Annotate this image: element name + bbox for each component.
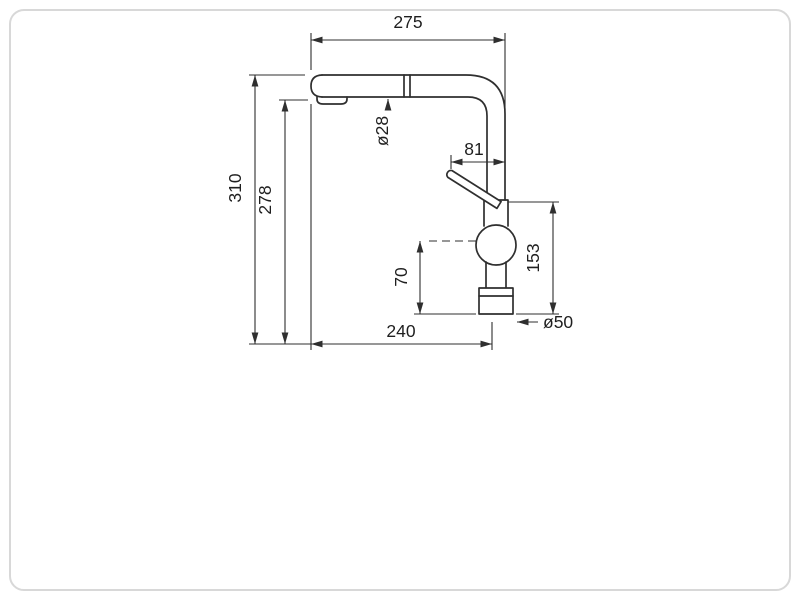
handle-lever (446, 169, 502, 210)
dimension-label: 70 (391, 267, 411, 287)
dimension-label: ø50 (543, 312, 573, 332)
dimension-label: 240 (386, 321, 415, 341)
dimension-bottom-width: 240 (310, 104, 493, 350)
dimension-handle-projection: 81 (450, 139, 505, 169)
dimension-label: 310 (225, 173, 245, 202)
spout-outer-edge (321, 74, 506, 201)
dimension-spout-height: 278 (255, 99, 308, 344)
dimension-label: 275 (393, 12, 422, 32)
dimension-top-width: 275 (310, 12, 506, 110)
body-sphere (475, 224, 517, 266)
dimension-base-diameter: ø50 (517, 312, 573, 332)
spout-tip (310, 74, 323, 98)
page-border (9, 9, 791, 591)
dimension-overall-height: 310 (225, 74, 305, 344)
spout-inner-edge (321, 96, 488, 201)
faucet-outline (310, 74, 517, 315)
dimension-label: 153 (523, 243, 543, 272)
base-cylinder (478, 287, 514, 315)
dimension-label: ø28 (372, 116, 392, 146)
aerator-outlet (316, 96, 348, 105)
dimension-label: 278 (255, 185, 275, 214)
dimension-body-height: 153 (508, 201, 559, 315)
dimension-label: 81 (464, 139, 483, 159)
dimension-hose-to-base: 70 (391, 240, 477, 315)
dimension-spout-diameter: ø28 (372, 99, 392, 146)
